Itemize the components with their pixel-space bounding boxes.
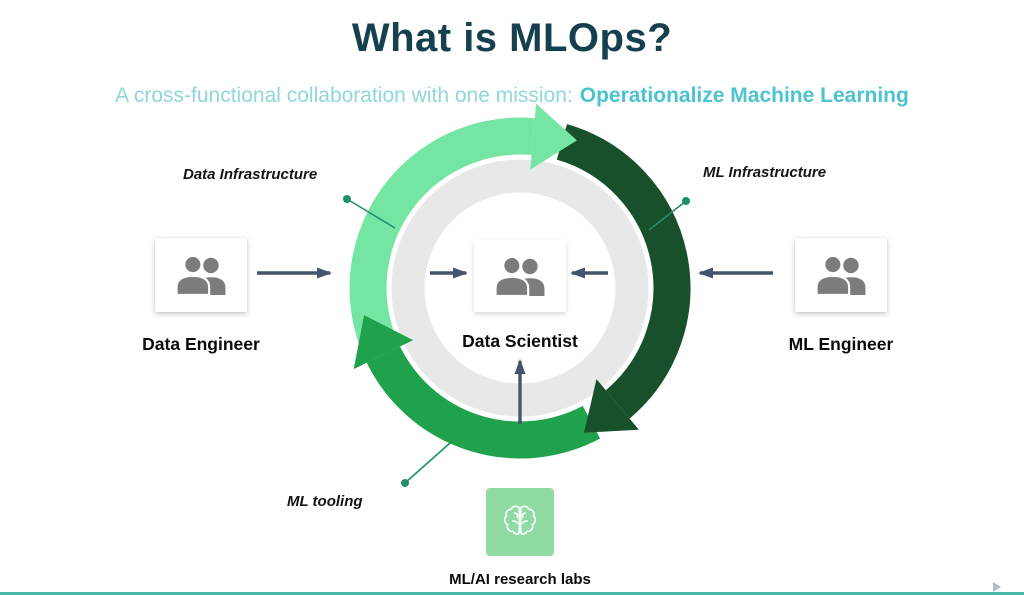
annotation-ml-tooling: ML tooling [287,493,363,510]
leader-dot-data-infrastructure [343,195,351,203]
annotation-data-infrastructure: Data Infrastructure [183,166,318,183]
leader-dot-ml-infrastructure [682,197,690,205]
label-data-scientist: Data Scientist [462,331,578,351]
leader-line-ml-infrastructure [648,200,687,231]
page-title: What is MLOps? [351,16,673,60]
corner-mark [993,582,1001,592]
annotation-ml-infrastructure: ML Infrastructure [703,164,827,181]
data-scientist-card [474,240,566,312]
ml-engineer-card [795,238,887,312]
brain-icon [503,505,537,535]
leader-line-data-infrastructure [346,198,396,229]
label-data-engineer: Data Engineer [142,334,260,354]
subtitle-text: A cross-functional collaboration with on… [115,84,573,107]
page-subtitle: A cross-functional collaboration with on… [0,84,1024,108]
people-icon [815,254,866,297]
people-icon [175,254,226,297]
people-icon [494,255,545,298]
cycle-arrowhead-bottom-right-icon [584,379,639,433]
leader-dot-ml-tooling [401,479,409,487]
label-ml-engineer: ML Engineer [788,334,894,354]
cycle-arc-ml-infrastructure [556,124,691,419]
data-engineer-card [155,238,247,312]
bottom-accent-bar [0,592,1024,595]
research-labs-tile [486,488,554,556]
subtitle-highlight: Operationalize Machine Learning [579,84,909,107]
label-research-labs: ML/AI research labs [449,571,591,588]
cycle-arc-ml-tooling [366,346,601,459]
leader-line-ml-tooling [404,442,451,484]
cycle-arrowhead-top-icon [530,103,577,170]
cycle-arrowhead-left-icon [353,315,414,370]
